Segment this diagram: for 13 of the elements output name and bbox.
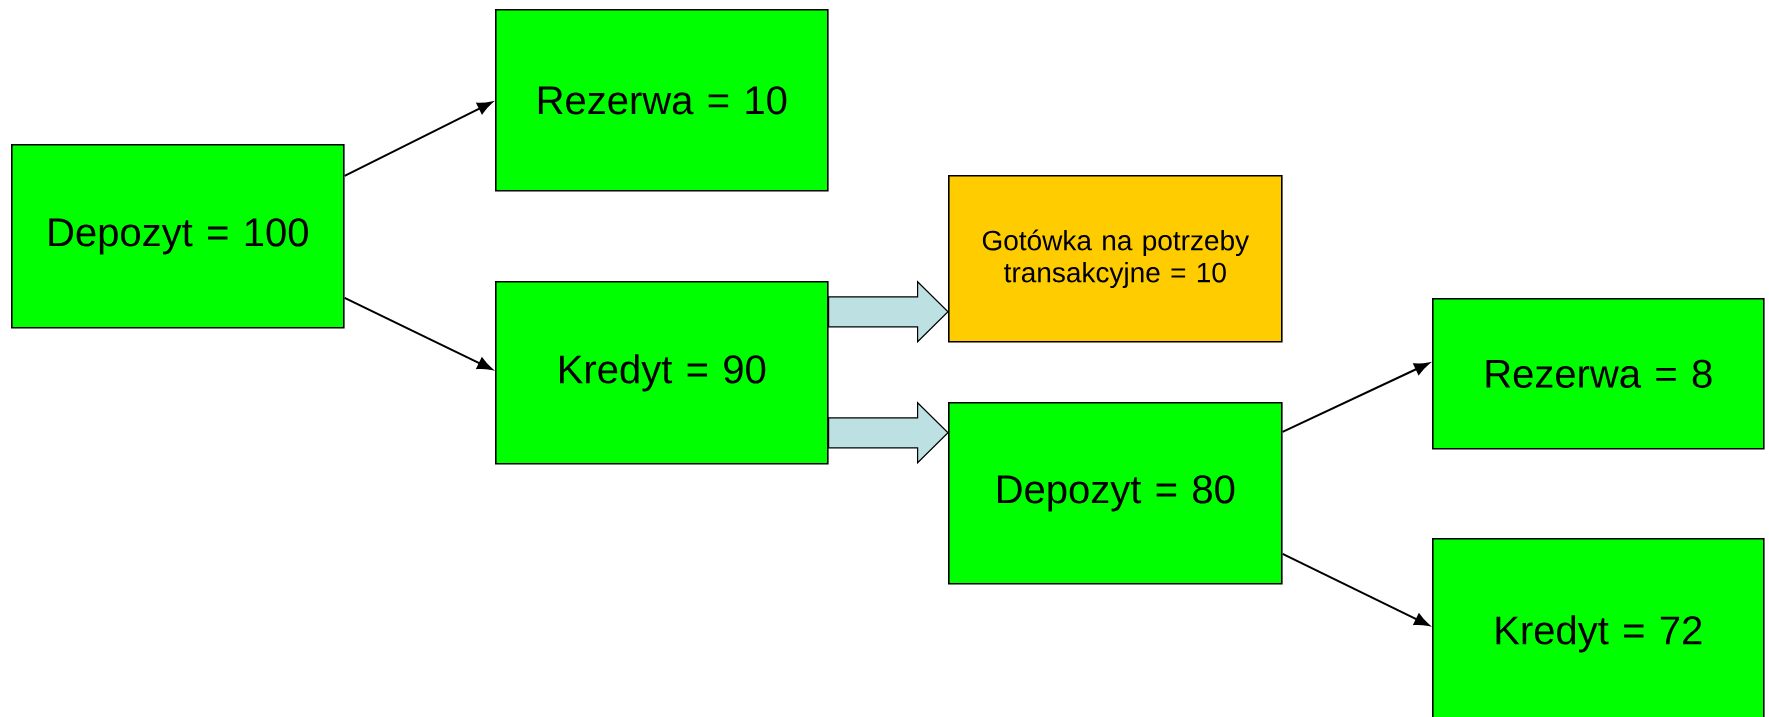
account-box: Depozyt = 80 [948,402,1283,585]
arrow [1281,552,1430,627]
account-box: Kredyt = 90 [495,281,829,465]
arrow [1281,362,1430,433]
account-box: Rezerwa = 8 [1432,298,1765,450]
block-arrow [828,280,949,344]
account-box: Rezerwa = 10 [495,9,829,192]
account-box: Gotówka na potrzeby transakcyjne = 10 [948,175,1283,343]
account-box: Kredyt = 72 [1432,538,1765,717]
arrow [343,296,493,371]
arrow [343,101,493,177]
block-arrow [828,401,949,465]
account-box: Depozyt = 100 [11,144,345,329]
